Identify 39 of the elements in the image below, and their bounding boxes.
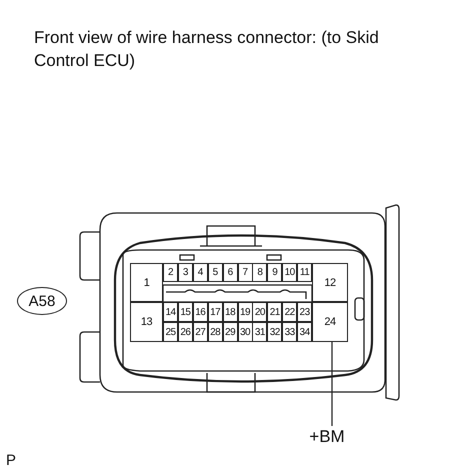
pin-number: 12 <box>312 263 348 302</box>
pin-number: 9 <box>267 263 282 282</box>
pin-number: 5 <box>208 263 223 282</box>
pin-number: 4 <box>192 263 208 282</box>
pin-number: 17 <box>208 302 223 322</box>
pin-number: 3 <box>178 263 193 282</box>
pin-number: 11 <box>297 263 312 282</box>
pin-number: 22 <box>282 302 298 322</box>
pin-number: 15 <box>178 302 193 322</box>
pin-number: 31 <box>252 322 268 342</box>
pin-number: 30 <box>238 322 252 342</box>
leader-line <box>331 342 333 426</box>
pin-number: 20 <box>252 302 268 322</box>
pin-number: 32 <box>267 322 282 342</box>
pin-number: 26 <box>178 322 193 342</box>
connector-code-label: A58 <box>17 287 67 315</box>
pin-number: 33 <box>282 322 298 342</box>
pin-number: 28 <box>208 322 223 342</box>
diagram-title: Front view of wire harness connector: (to Skid Control ECU) <box>34 27 380 72</box>
pin-number: 25 <box>163 322 178 342</box>
terminal-name: +BM <box>300 426 354 448</box>
pin-number: 27 <box>192 322 208 342</box>
pin-number: 2 <box>163 263 178 282</box>
page-mark: P <box>6 452 16 469</box>
pin-number: 6 <box>222 263 238 282</box>
pin-number: 29 <box>222 322 238 342</box>
pin-number: 24 <box>312 302 348 342</box>
pin-number: 14 <box>163 302 178 322</box>
pin-number: 23 <box>297 302 312 322</box>
pin-number: 1 <box>130 263 163 302</box>
pin-number: 18 <box>222 302 238 322</box>
pin-number: 34 <box>297 322 312 342</box>
pin-number: 16 <box>192 302 208 322</box>
pin-number: 10 <box>282 263 298 282</box>
pin-number: 13 <box>130 302 163 342</box>
pin-number: 8 <box>252 263 268 282</box>
pin-number: 19 <box>238 302 252 322</box>
pin-number: 21 <box>267 302 282 322</box>
pin-number: 7 <box>238 263 252 282</box>
